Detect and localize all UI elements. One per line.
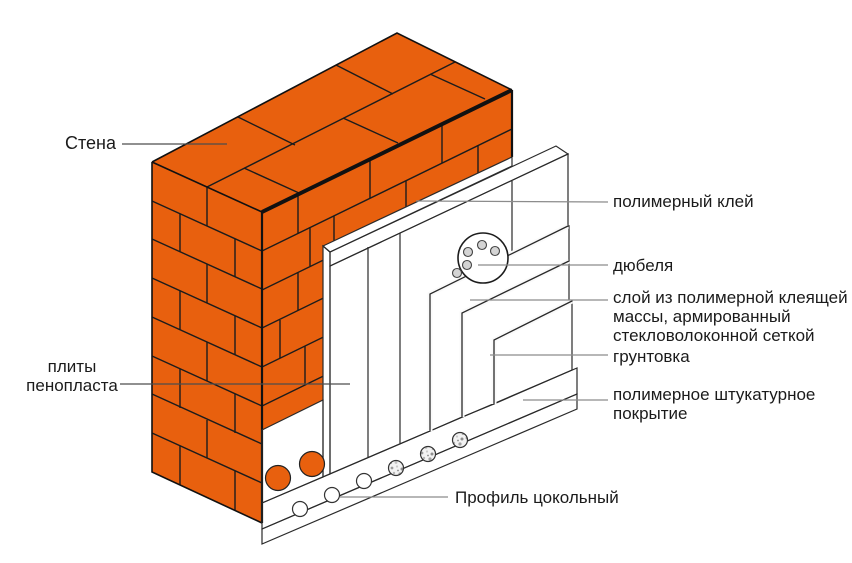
wall-edges — [151, 32, 514, 524]
profile-hole — [264, 464, 292, 492]
layer-edge-highlights — [427, 223, 574, 431]
label-foam-plates: плиты пенопласта — [26, 357, 118, 395]
label-primer: грунтовка — [613, 347, 690, 366]
label-dowels: дюбеля — [613, 256, 674, 275]
label-polymer-glue: полимерный клей — [613, 192, 754, 211]
profile-lip — [261, 393, 578, 545]
label-base-profile: Профиль цокольный — [455, 488, 619, 507]
dowel-pins — [451, 239, 501, 279]
wall-top-face — [152, 33, 512, 212]
label-plaster: полимерное штукатурное покрытие — [613, 385, 816, 423]
profile-hole — [298, 450, 326, 478]
label-wall: Стена — [64, 133, 116, 153]
label-reinforced-layer: слой из полимерной клеящей массы, армиро… — [613, 288, 848, 345]
leader-glue — [415, 200, 609, 203]
profile-perforation — [291, 431, 469, 518]
foam-panel-joints — [367, 181, 513, 457]
plaster-layer — [493, 300, 573, 405]
wall-left-face — [151, 162, 263, 523]
leader-lines — [120, 143, 609, 498]
dowel — [451, 232, 509, 284]
